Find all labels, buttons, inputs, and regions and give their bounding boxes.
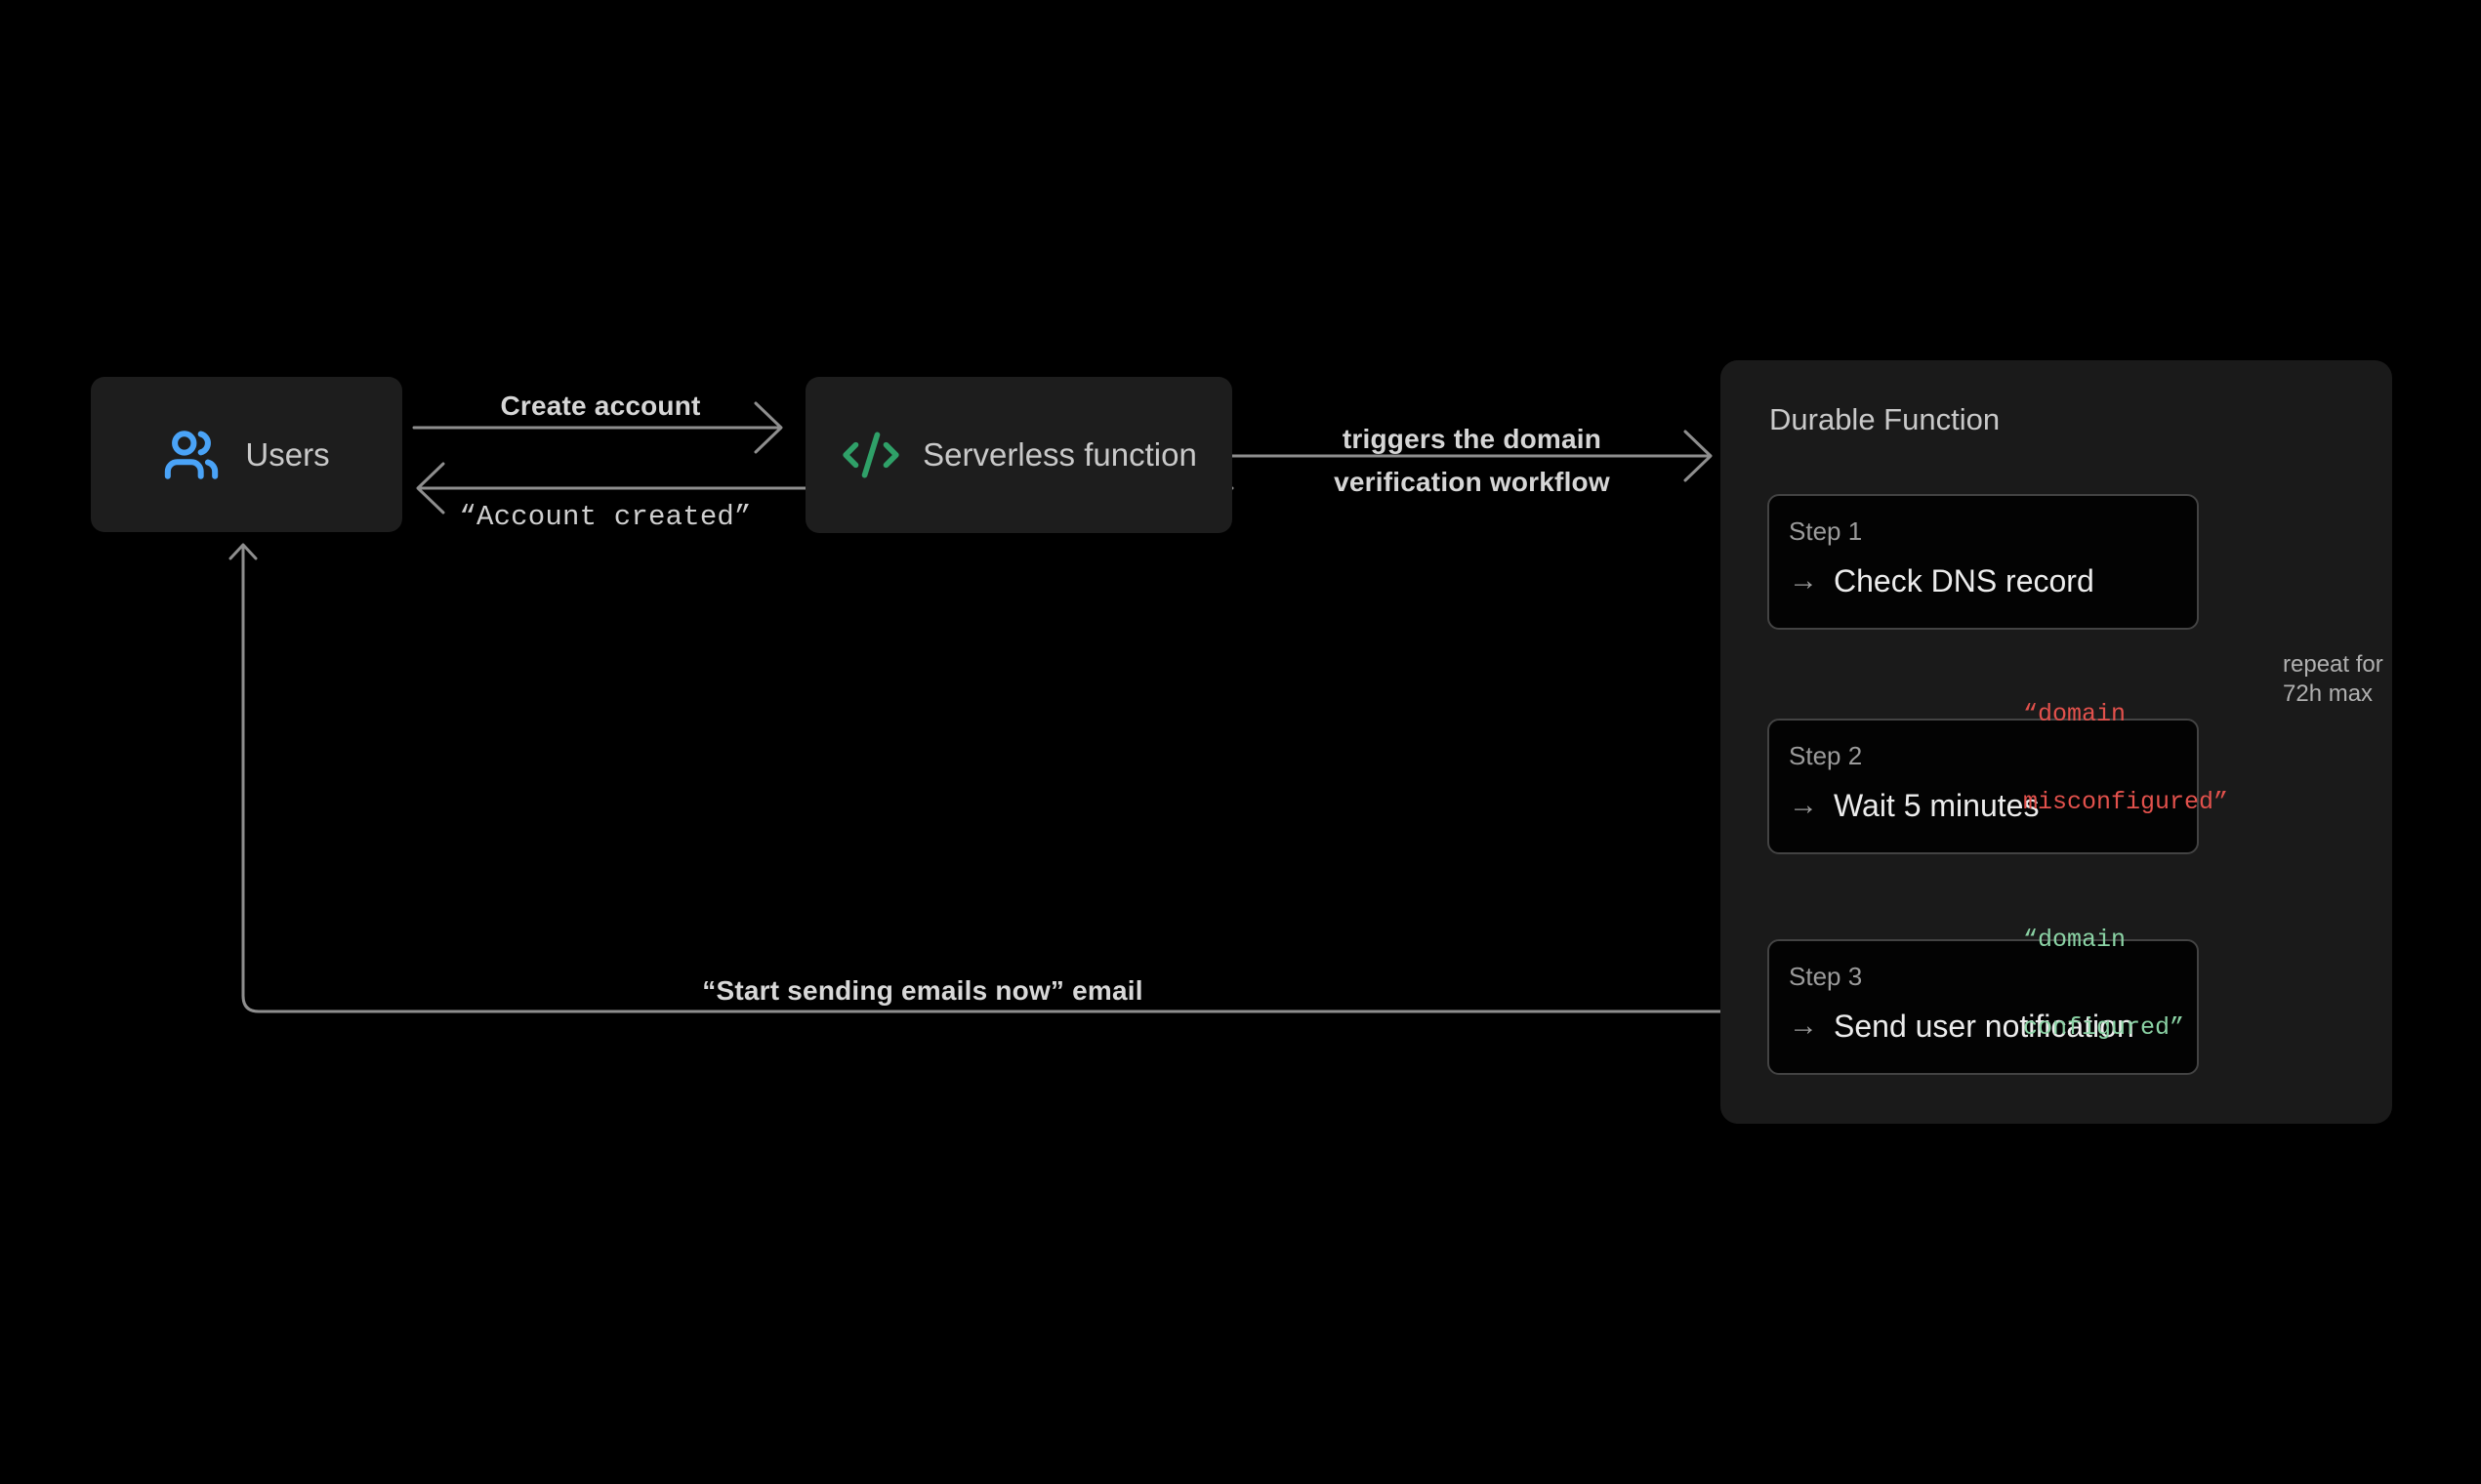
- serverless-node: Serverless function: [806, 377, 1232, 533]
- triggers-label-line1: triggers the domain: [1342, 424, 1602, 454]
- domain-configured-line1: “domain: [2023, 926, 2127, 954]
- users-icon: [163, 427, 220, 483]
- domain-configured-line2: configured”: [2023, 1013, 2185, 1042]
- step-1-label: Step 1: [1789, 516, 1863, 546]
- users-node: Users: [91, 377, 402, 532]
- step-2-label: Step 2: [1789, 741, 1863, 770]
- repeat-label-line2: 72h max: [2283, 680, 2374, 707]
- step-3-action-text: Send user notification: [1834, 1009, 2134, 1044]
- step-3-box: Step 3 → Send user notification: [1767, 939, 2199, 1075]
- domain-misconfigured-line1: “domain: [2023, 700, 2127, 728]
- triggers-arrow: [1230, 430, 1713, 482]
- step-3-action: → Send user notification: [1789, 1008, 2197, 1045]
- domain-configured-label: “domain configured”: [2023, 867, 2184, 1101]
- triggers-label: triggers the domain verification workflo…: [1245, 418, 1699, 504]
- right-arrow-icon: →: [1789, 564, 1818, 597]
- create-account-label: Create account: [500, 391, 701, 421]
- triggers-label-line2: verification workflow: [1334, 467, 1610, 497]
- step-2-action-text: Wait 5 minutes: [1834, 788, 2040, 823]
- code-icon: [841, 425, 901, 485]
- start-email-label: “Start sending emails now” email: [702, 975, 1143, 1006]
- step-1-box: Step 1 → Check DNS record: [1767, 494, 2199, 630]
- step-2-box: Step 2 → Wait 5 minutes: [1767, 719, 2199, 854]
- serverless-node-label: Serverless function: [923, 436, 1197, 473]
- right-arrow-icon: →: [1789, 789, 1818, 821]
- step-1-action: → Check DNS record: [1789, 562, 2197, 599]
- right-arrow-icon: →: [1789, 1010, 1818, 1042]
- start-email-arrow: [228, 543, 1769, 1013]
- step-2-action: → Wait 5 minutes: [1789, 787, 2197, 824]
- account-created-label: “Account created”: [459, 501, 752, 533]
- step-3-label: Step 3: [1789, 962, 1863, 991]
- create-account-arrow: [412, 401, 783, 454]
- step-1-action-text: Check DNS record: [1834, 563, 2094, 598]
- users-node-label: Users: [245, 435, 330, 473]
- durable-function-title: Durable Function: [1769, 402, 2001, 436]
- domain-misconfigured-label: “domain misconfigured”: [2023, 641, 2228, 876]
- repeat-label: repeat for 72h max: [2283, 650, 2383, 709]
- domain-misconfigured-line2: misconfigured”: [2023, 788, 2229, 816]
- repeat-label-line1: repeat for: [2283, 651, 2383, 678]
